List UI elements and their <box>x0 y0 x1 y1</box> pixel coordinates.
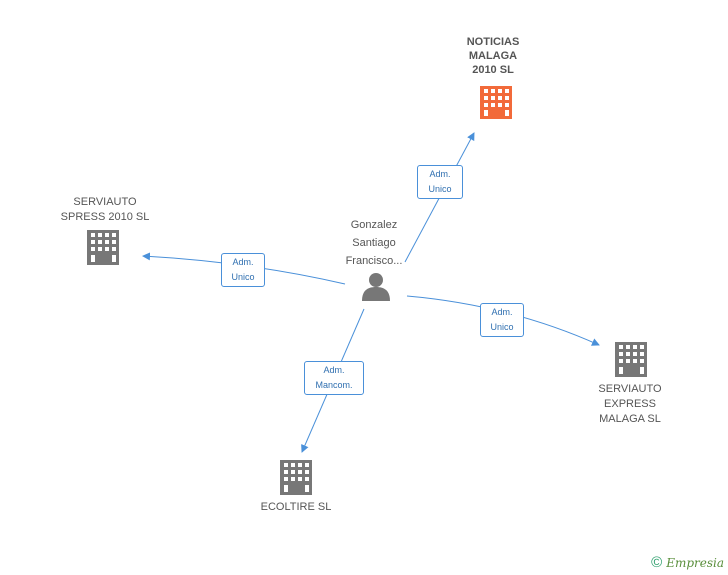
copyright-icon: © <box>651 554 663 571</box>
edge-label-to-serviauto-spress: Adm. Unico <box>221 253 265 287</box>
node-label-noticias[interactable]: NOTICIAS MALAGA 2010 SL <box>466 36 520 76</box>
edge-label-to-noticias: Adm. Unico <box>417 165 463 199</box>
brand-name: Empresia <box>666 556 724 570</box>
person-icon[interactable] <box>362 273 390 301</box>
building-icon[interactable] <box>280 460 312 495</box>
node-label-serviauto-spress[interactable]: SERVIAUTO SPRESS 2010 SL <box>60 196 150 223</box>
building-icon[interactable] <box>480 86 512 119</box>
node-label-person[interactable]: Gonzalez Santiago Francisco... <box>345 219 403 267</box>
edge-label-to-serviauto-express: Adm. Unico <box>480 303 524 337</box>
building-icon[interactable] <box>615 342 647 377</box>
edge-label-to-ecoltire: Adm. Mancom. <box>304 361 364 395</box>
empresia-logo[interactable]: ©Empresia <box>651 554 724 571</box>
node-label-ecoltire[interactable]: ECOLTIRE SL <box>260 501 332 513</box>
building-icon[interactable] <box>87 230 119 265</box>
node-label-serviauto-express[interactable]: SERVIAUTO EXPRESS MALAGA SL <box>598 383 662 425</box>
